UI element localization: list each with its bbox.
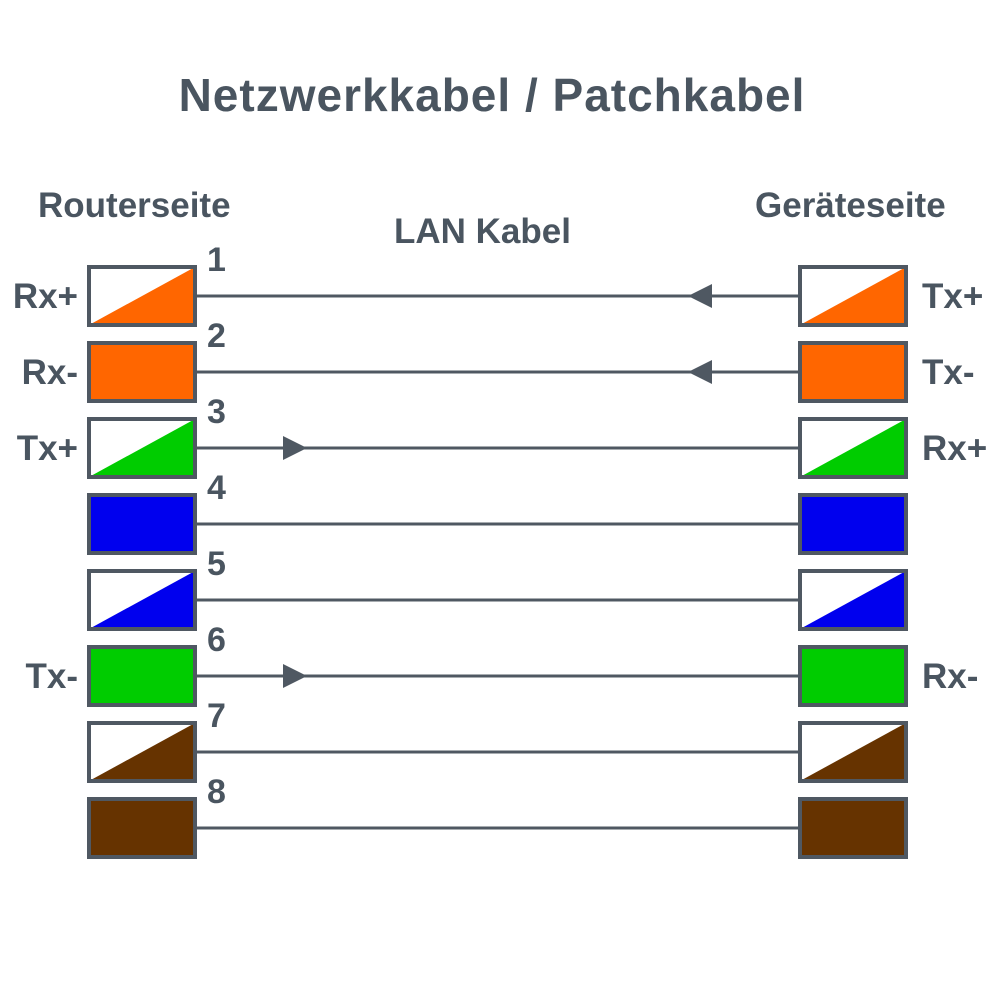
device-connector-stripe-5 bbox=[800, 571, 906, 629]
pin-number-7: 7 bbox=[207, 697, 226, 735]
router-signal-label: Tx- bbox=[26, 657, 79, 696]
device-connector-6 bbox=[800, 647, 906, 705]
router-connector-2 bbox=[89, 343, 195, 401]
arrow-right-icon bbox=[283, 664, 307, 688]
router-signal-label: Tx+ bbox=[17, 429, 78, 468]
arrow-left-icon bbox=[688, 284, 712, 308]
diagram-title: Netzwerkkabel / Patchkabel bbox=[178, 69, 806, 121]
router-signal-label: Rx- bbox=[22, 353, 78, 392]
device-connector-border-3 bbox=[798, 417, 908, 479]
pin-number-1: 1 bbox=[207, 241, 226, 279]
device-signal-label: Rx- bbox=[922, 657, 978, 696]
router-connector-4 bbox=[89, 495, 195, 553]
router-connector-stripe-1 bbox=[89, 267, 195, 325]
device-connector-border-5 bbox=[798, 569, 908, 631]
router-connector-border-5 bbox=[87, 569, 197, 631]
arrow-left-icon bbox=[688, 360, 712, 384]
router-connector-border-8 bbox=[87, 797, 197, 859]
device-connector-stripe-7 bbox=[800, 723, 906, 781]
device-connector-4 bbox=[800, 495, 906, 553]
cable-label: LAN Kabel bbox=[394, 212, 571, 251]
device-signal-label: Tx- bbox=[922, 353, 975, 392]
router-connector-border-2 bbox=[87, 341, 197, 403]
pin-number-4: 4 bbox=[207, 469, 226, 507]
pin-number-5: 5 bbox=[207, 545, 226, 583]
router-signal-label: Rx+ bbox=[13, 277, 78, 316]
router-connector-stripe-3 bbox=[89, 419, 195, 477]
device-connector-8 bbox=[800, 799, 906, 857]
device-connector-border-8 bbox=[798, 797, 908, 859]
router-connector-stripe-5 bbox=[89, 571, 195, 629]
router-connector-border-7 bbox=[87, 721, 197, 783]
device-signal-label: Tx+ bbox=[922, 277, 983, 316]
router-connector-border-6 bbox=[87, 645, 197, 707]
device-connector-border-2 bbox=[798, 341, 908, 403]
router-connector-8 bbox=[89, 799, 195, 857]
device-connector-border-1 bbox=[798, 265, 908, 327]
router-connector-6 bbox=[89, 647, 195, 705]
device-connector-stripe-3 bbox=[800, 419, 906, 477]
arrow-right-icon bbox=[283, 436, 307, 460]
router-connector-border-4 bbox=[87, 493, 197, 555]
device-connector-border-7 bbox=[798, 721, 908, 783]
device-signal-label: Rx+ bbox=[922, 429, 987, 468]
device-connector-border-6 bbox=[798, 645, 908, 707]
pin-number-6: 6 bbox=[207, 621, 226, 659]
device-side-heading: Geräteseite bbox=[755, 186, 946, 225]
router-connector-stripe-7 bbox=[89, 723, 195, 781]
device-connector-stripe-1 bbox=[800, 267, 906, 325]
device-connector-2 bbox=[800, 343, 906, 401]
pin-number-8: 8 bbox=[207, 773, 226, 811]
pin-number-3: 3 bbox=[207, 393, 226, 431]
router-connector-border-3 bbox=[87, 417, 197, 479]
router-side-heading: Routerseite bbox=[38, 186, 231, 225]
pin-number-2: 2 bbox=[207, 317, 226, 355]
device-connector-border-4 bbox=[798, 493, 908, 555]
router-connector-border-1 bbox=[87, 265, 197, 327]
